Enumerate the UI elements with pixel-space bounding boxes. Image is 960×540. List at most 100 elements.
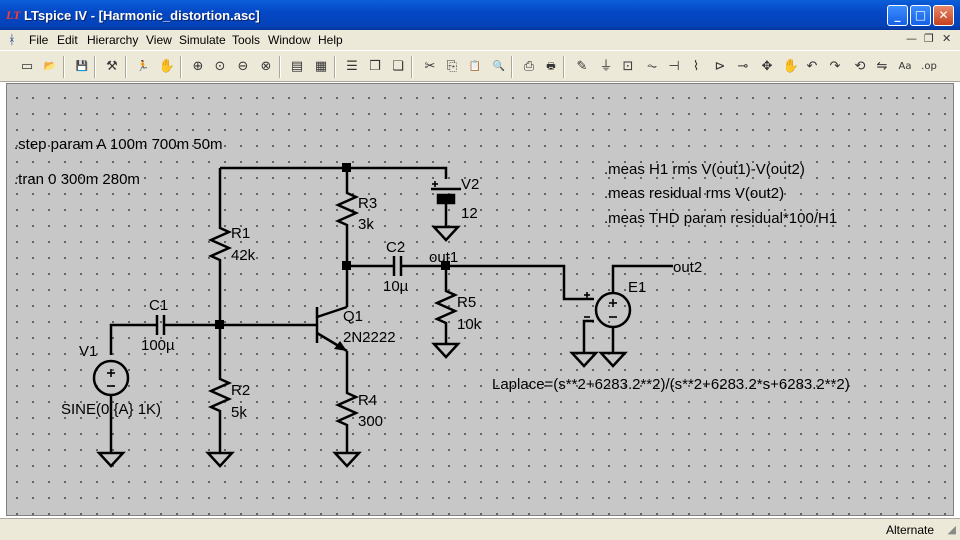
r4-value[interactable]: 300 — [358, 413, 383, 430]
r5-value[interactable]: 10k — [457, 316, 482, 333]
spice-directive-icon[interactable]: .op — [921, 61, 937, 72]
menu-window[interactable]: Window — [268, 33, 311, 47]
laplace-expression[interactable]: Laplace=(s**2+6283.2**2)/(s**2+6283.2*s+… — [492, 376, 850, 393]
junction-dot — [342, 261, 351, 270]
status-bar: Alternate ◢ — [0, 518, 960, 540]
menu-edit[interactable]: Edit — [57, 33, 78, 47]
resistor-r1-symbol[interactable] — [207, 222, 233, 263]
meas-residual-directive[interactable]: .meas residual rms V(out2) — [604, 185, 784, 202]
move-icon[interactable]: ✥ — [761, 59, 773, 74]
r5-name[interactable]: R5 — [457, 294, 476, 311]
save-icon[interactable]: 💾 — [75, 61, 89, 72]
c2-value[interactable]: 10µ — [383, 278, 409, 295]
wire — [401, 264, 594, 301]
run-icon[interactable]: 🏃 — [136, 61, 150, 72]
r4-name[interactable]: R4 — [358, 392, 377, 409]
title-bar: LT LTspice IV - [Harmonic_distortion.asc… — [0, 0, 960, 30]
zoom-out-icon[interactable]: ⊖ — [237, 59, 249, 74]
e1-name[interactable]: E1 — [628, 279, 646, 296]
battery-v2-body[interactable] — [436, 193, 456, 205]
find-icon[interactable]: 🔍 — [492, 61, 506, 72]
menu-hierarchy[interactable]: Hierarchy — [87, 33, 139, 47]
component-icon[interactable]: ⊸ — [737, 59, 749, 74]
zoom-in-icon[interactable]: ⊕ — [192, 59, 204, 74]
r1-value[interactable]: 42k — [231, 247, 256, 264]
new-schematic-icon[interactable]: ▭ — [20, 59, 34, 74]
label-net-icon[interactable]: ⊡ — [622, 59, 634, 74]
menu-tools[interactable]: Tools — [232, 33, 261, 47]
undo-icon[interactable]: ↶ — [806, 59, 818, 74]
capacitor-icon[interactable]: ⊣ — [668, 59, 680, 74]
maximize-button[interactable]: □ — [910, 5, 931, 26]
meas-thd-directive[interactable]: .meas THD param residual*100/H1 — [604, 210, 837, 227]
schematic-canvas[interactable]: .step param A 100m 700m 50m .tran 0 300m… — [6, 83, 954, 516]
text-icon[interactable]: Aa — [898, 61, 912, 72]
diode-icon[interactable]: ⊳ — [714, 59, 726, 74]
menu-help[interactable]: Help — [318, 33, 343, 47]
autorange-icon[interactable]: ▤ — [290, 59, 304, 74]
v2-name[interactable]: V2 — [461, 176, 479, 193]
print-preview-icon[interactable]: ⎙ — [523, 59, 535, 74]
zoom-cancel-icon[interactable]: ⊗ — [260, 59, 272, 74]
menu-simulate[interactable]: Simulate — [179, 33, 226, 47]
draw-wire-icon[interactable]: ✎ — [576, 59, 588, 74]
v1-name[interactable]: V1 — [79, 343, 97, 360]
schematic-doc-icon[interactable]: ᚼ — [8, 32, 16, 47]
resistor-r3-symbol[interactable] — [334, 186, 360, 230]
wire — [611, 264, 673, 293]
tran-directive[interactable]: .tran 0 300m 280m — [14, 171, 140, 188]
r1-name[interactable]: R1 — [231, 225, 250, 242]
r3-name[interactable]: R3 — [358, 195, 377, 212]
zoom-full-icon[interactable]: ⊙ — [214, 59, 226, 74]
print-icon[interactable]: 🖶 — [546, 61, 556, 72]
ground-icon — [332, 451, 362, 468]
pan-icon[interactable]: ✋ — [158, 59, 176, 74]
toolbar-separator — [279, 56, 281, 78]
source-v1-symbol[interactable] — [92, 359, 130, 397]
q1-name[interactable]: Q1 — [343, 308, 363, 325]
paste-icon[interactable]: 📋 — [468, 61, 482, 72]
resistor-r5-symbol[interactable] — [433, 284, 459, 328]
resistor-r4-symbol[interactable] — [334, 387, 360, 429]
c2-name[interactable]: C2 — [386, 239, 405, 256]
mirror-icon[interactable]: ⇋ — [876, 59, 888, 74]
menu-file[interactable]: File — [29, 33, 49, 47]
q1-model[interactable]: 2N2222 — [343, 329, 396, 346]
inductor-icon[interactable]: ⌇ — [692, 59, 700, 74]
wire — [220, 166, 448, 179]
meas-h1-directive[interactable]: .meas H1 rms V(out1)-V(out2) — [604, 161, 805, 178]
source-e1-symbol[interactable] — [594, 291, 632, 329]
r2-value[interactable]: 5k — [231, 404, 247, 421]
mdi-minimize-button[interactable]: — — [906, 32, 917, 45]
v1-value[interactable]: SINE(0 {A} 1K) — [61, 401, 161, 418]
mdi-restore-button[interactable]: ❐ — [924, 32, 934, 45]
tile-vertical-icon[interactable]: ❏ — [392, 59, 404, 74]
ground-icon[interactable]: ⏚ — [599, 59, 613, 74]
step-directive[interactable]: .step param A 100m 700m 50m — [14, 136, 222, 153]
net-label-out1[interactable]: out1 — [429, 249, 458, 266]
toolbar-separator — [180, 56, 182, 78]
open-icon[interactable]: 📂 — [43, 61, 57, 72]
v2-value[interactable]: 12 — [461, 205, 478, 222]
drag-icon[interactable]: ✋ — [782, 59, 800, 74]
mdi-close-button[interactable]: ✕ — [942, 32, 952, 45]
r2-name[interactable]: R2 — [231, 382, 250, 399]
tile-horizontal-icon[interactable]: ☰ — [346, 59, 358, 74]
resistor-icon[interactable]: ⏦ — [646, 59, 658, 74]
c1-value[interactable]: 100µ — [141, 337, 175, 354]
control-panel-icon[interactable]: ⚒ — [106, 59, 118, 74]
resize-grip-icon[interactable]: ◢ — [947, 524, 956, 536]
cut-icon[interactable]: ✂ — [424, 59, 436, 74]
c1-name[interactable]: C1 — [149, 297, 168, 314]
copy-icon[interactable]: ⎘ — [446, 59, 458, 74]
net-label-out2[interactable]: out2 — [673, 259, 702, 276]
mark-unref-icon[interactable]: ▦ — [314, 59, 328, 74]
menu-view[interactable]: View — [146, 33, 172, 47]
resistor-r2-symbol[interactable] — [207, 371, 233, 415]
minimize-button[interactable]: _ — [887, 5, 908, 26]
rotate-icon[interactable]: ⟲ — [854, 59, 866, 74]
close-button[interactable]: ✕ — [933, 5, 954, 26]
redo-icon[interactable]: ↷ — [829, 59, 841, 74]
cascade-icon[interactable]: ❒ — [369, 59, 381, 74]
r3-value[interactable]: 3k — [358, 216, 374, 233]
